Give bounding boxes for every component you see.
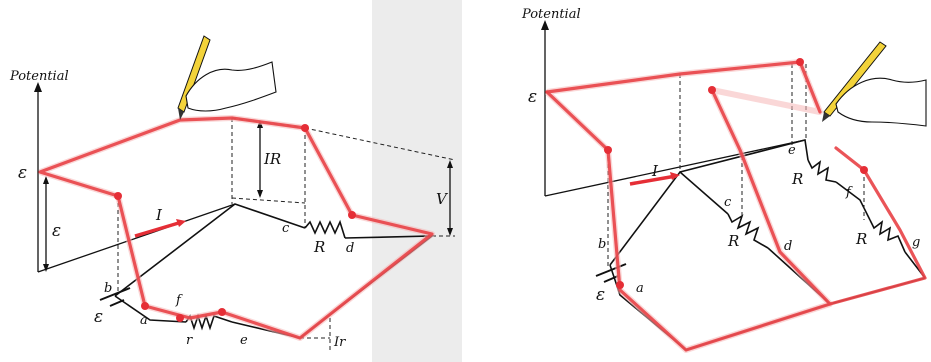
right-resistor-1 <box>727 213 769 249</box>
right-potential-trace-branch-1 <box>545 88 832 352</box>
left-resistor-label: R <box>313 238 325 256</box>
right-resistor-1-label: R <box>727 232 739 250</box>
left-internal-resistor-label: r <box>186 333 193 348</box>
left-ir-label: IR <box>263 150 281 168</box>
left-marker-b-top <box>114 192 122 200</box>
left-diagram: Potential ε ε ε R r <box>9 35 456 350</box>
right-hand-icon <box>835 77 927 127</box>
right-current-arrow <box>629 174 677 186</box>
left-point-f: f <box>175 293 183 308</box>
left-floor-back-edge <box>37 203 236 273</box>
left-resistor-R <box>304 219 346 239</box>
left-marker-c-top <box>301 124 309 132</box>
left-current-arrow <box>134 220 183 238</box>
right-panel-background <box>462 0 931 362</box>
right-wire-top <box>679 139 809 173</box>
right-wire-branch-2-back <box>835 181 871 221</box>
left-battery-short-plate <box>109 299 125 307</box>
right-point-d: d <box>784 239 792 254</box>
left-panel-page-shade <box>372 0 462 362</box>
left-battery-long-plate <box>99 287 131 301</box>
right-marker-e-top <box>796 58 804 66</box>
right-resistor-3 <box>869 219 906 253</box>
left-v-label: V <box>436 190 449 208</box>
left-potential-trace <box>38 116 434 340</box>
right-axis-label: Potential <box>521 7 581 22</box>
right-current-arrowhead <box>670 172 680 180</box>
right-resistor-3-label: R <box>855 230 867 248</box>
left-emf-height-arrow-bottom <box>43 264 49 272</box>
right-point-g: g <box>912 235 920 250</box>
left-emf-height-label: ε <box>52 221 61 241</box>
right-point-c: c <box>724 195 732 210</box>
left-circuit-front-wire <box>114 295 187 323</box>
left-marker-d-top <box>348 211 356 219</box>
right-axis-arrowhead <box>541 20 549 30</box>
left-current-label: I <box>155 206 163 224</box>
left-v-arrow-bottom <box>447 228 453 236</box>
left-ir-arrow-bottom <box>257 190 263 198</box>
right-point-b: b <box>598 237 606 252</box>
right-marker-f-top <box>860 166 868 174</box>
right-floor-back-edge <box>544 139 806 197</box>
right-battery-long-plate <box>595 263 627 277</box>
right-point-e: e <box>788 143 796 158</box>
right-current-label: I <box>651 162 659 180</box>
right-potential-trace-branch-2 <box>828 146 927 306</box>
left-dash-ir-base <box>231 197 306 204</box>
left-marker-e <box>218 308 226 316</box>
left-dash-to-v-top <box>304 127 456 161</box>
left-axis-label: Potential <box>9 69 69 84</box>
left-battery-label: ε <box>94 307 103 327</box>
left-internal-drop-label: Ir <box>333 335 346 350</box>
left-circuit-back-wire <box>114 203 306 297</box>
left-axis-arrowhead <box>34 82 42 92</box>
right-marker-b-top <box>604 146 612 154</box>
left-hand-pencil-icon <box>177 35 277 120</box>
left-marker-a <box>141 302 149 310</box>
right-point-a: a <box>636 281 644 296</box>
left-v-arrow-top <box>447 160 453 168</box>
right-emf-level-label: ε <box>528 87 537 107</box>
right-resistor-2 <box>807 159 837 183</box>
right-diagram: Potential ε ε R R R <box>521 7 927 353</box>
left-point-a: a <box>140 313 148 328</box>
right-hand-pencil-icon <box>822 41 927 127</box>
right-point-f: f <box>845 185 853 200</box>
right-marker-a <box>616 281 624 289</box>
left-hand-icon <box>185 61 277 112</box>
left-marker-f <box>176 314 184 322</box>
left-emf-height-arrow-top <box>43 176 49 184</box>
left-pencil-tip-icon <box>178 108 184 120</box>
right-marker-c-top <box>708 86 716 94</box>
left-emf-level-label: ε <box>18 163 27 183</box>
right-resistor-2-label: R <box>791 170 803 188</box>
left-current-arrowhead <box>176 219 186 227</box>
right-battery-label: ε <box>596 285 605 305</box>
right-potential-trace-top <box>545 60 822 114</box>
left-point-b: b <box>104 281 112 296</box>
left-point-c: c <box>282 221 290 236</box>
right-pencil-tip-icon <box>822 112 830 122</box>
left-point-d: d <box>346 241 354 256</box>
left-point-e: e <box>240 333 248 348</box>
right-battery-short-plate <box>603 275 619 283</box>
